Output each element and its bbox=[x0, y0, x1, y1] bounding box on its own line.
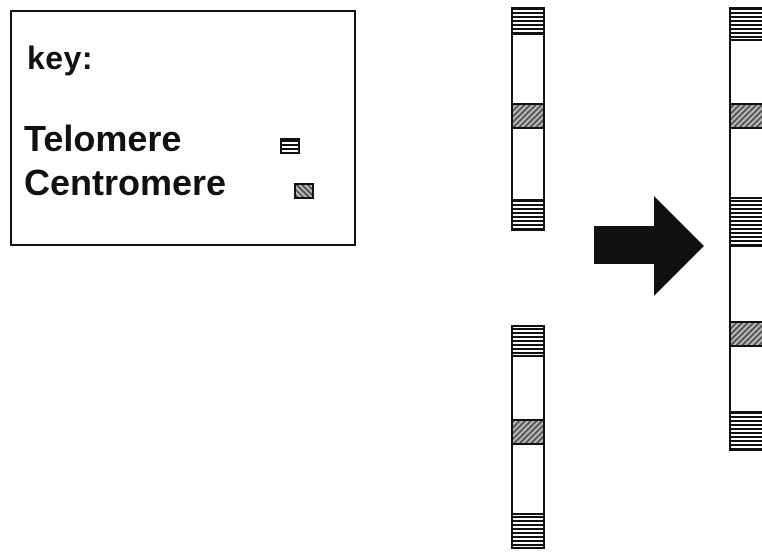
fused-centromere-2 bbox=[729, 321, 762, 347]
chromosome-1-centromere bbox=[511, 103, 545, 129]
fused-centromere-1 bbox=[729, 103, 762, 129]
chromosome-2-telomere-bottom bbox=[511, 513, 545, 549]
legend-item-centromere-label: Centromere bbox=[24, 162, 227, 203]
legend-item-telomere-label: Telomere bbox=[24, 118, 182, 159]
fused-telomere-top bbox=[729, 7, 762, 41]
legend-box: key: bbox=[10, 10, 356, 246]
fused-telomere-bottom bbox=[729, 411, 762, 451]
chromosome-1-telomere-top bbox=[511, 7, 545, 35]
fused-telomere-middle bbox=[729, 197, 762, 247]
chromosome-2-centromere bbox=[511, 419, 545, 445]
telomere-swatch-icon bbox=[280, 138, 300, 154]
chromosome-2-telomere-top bbox=[511, 325, 545, 357]
fused-chromosome bbox=[729, 7, 762, 451]
centromere-swatch-icon bbox=[294, 183, 314, 199]
right-arrow-icon bbox=[594, 196, 704, 296]
legend-title: key: bbox=[27, 40, 94, 76]
chromosome-1-telomere-bottom bbox=[511, 199, 545, 231]
chromosome-2 bbox=[511, 325, 545, 549]
chromosome-1 bbox=[511, 7, 545, 231]
